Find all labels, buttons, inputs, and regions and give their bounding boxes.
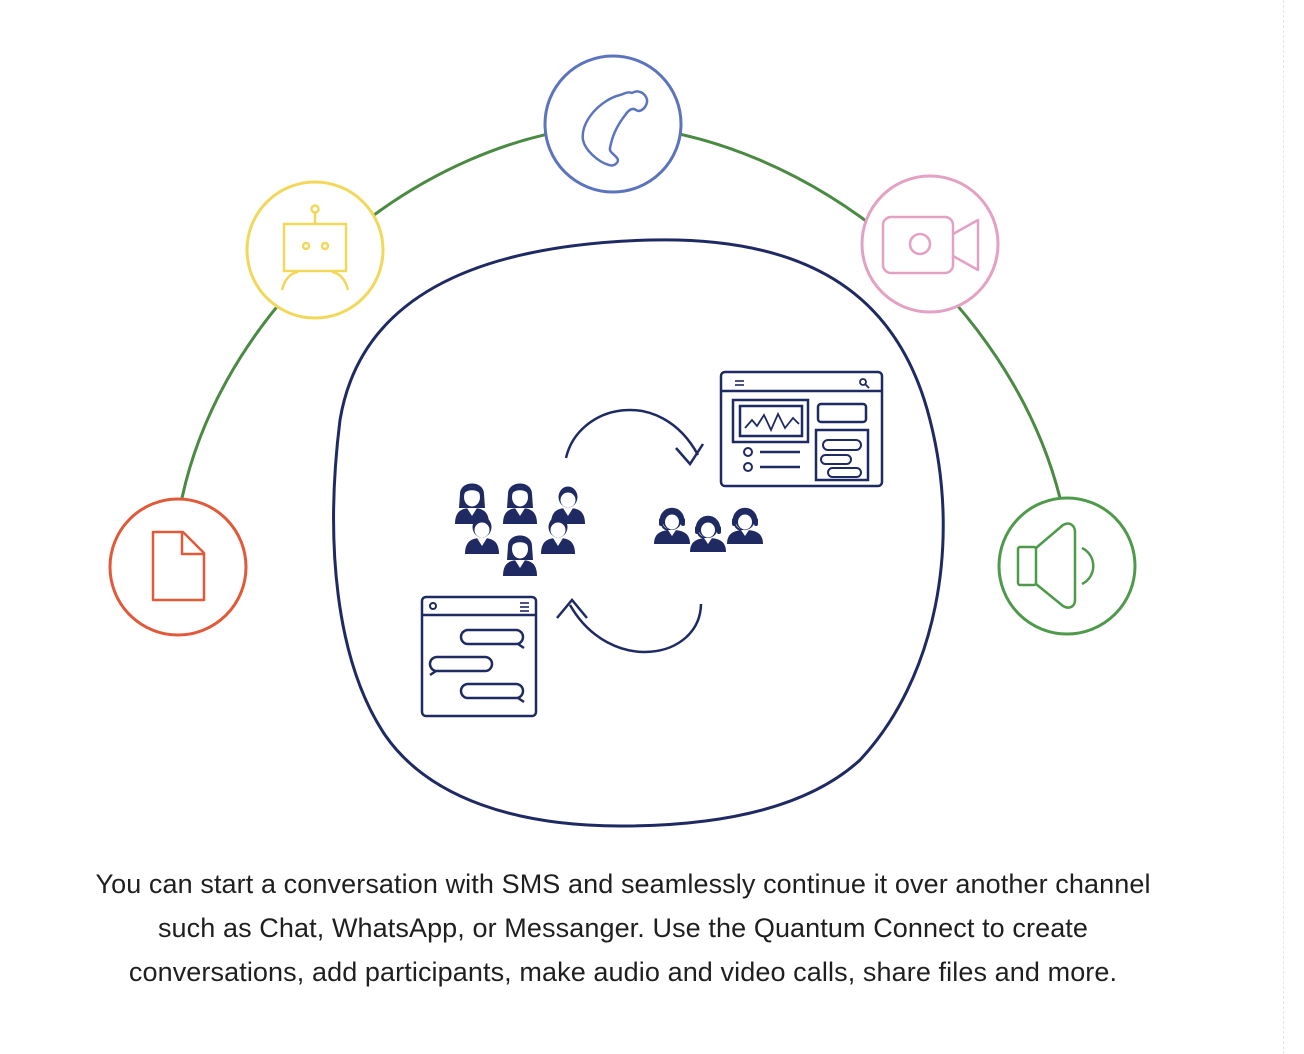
dashboard-window-icon — [719, 370, 884, 488]
omnichannel-diagram — [108, 54, 1137, 828]
central-hub-outline — [332, 238, 945, 828]
description-line-3: conversations, add participants, make au… — [128, 957, 1118, 987]
description-text: You can start a conversation with SMS an… — [0, 862, 1246, 994]
description-line-2: such as Chat, WhatsApp, or Messanger. Us… — [157, 913, 1089, 943]
flow-arrow-top — [564, 408, 705, 467]
page-right-divider — [1283, 0, 1284, 1054]
bot-icon — [245, 180, 385, 320]
flow-arrow-bottom — [556, 598, 703, 654]
speaker-icon — [997, 496, 1137, 636]
agents-headset-icon — [652, 506, 765, 554]
customers-group-icon — [455, 483, 585, 576]
phone-icon — [543, 54, 683, 194]
chat-window-icon — [420, 595, 538, 718]
description-line-1: You can start a conversation with SMS an… — [95, 869, 1151, 899]
document-icon — [108, 497, 248, 637]
video-camera-icon — [860, 174, 1000, 314]
